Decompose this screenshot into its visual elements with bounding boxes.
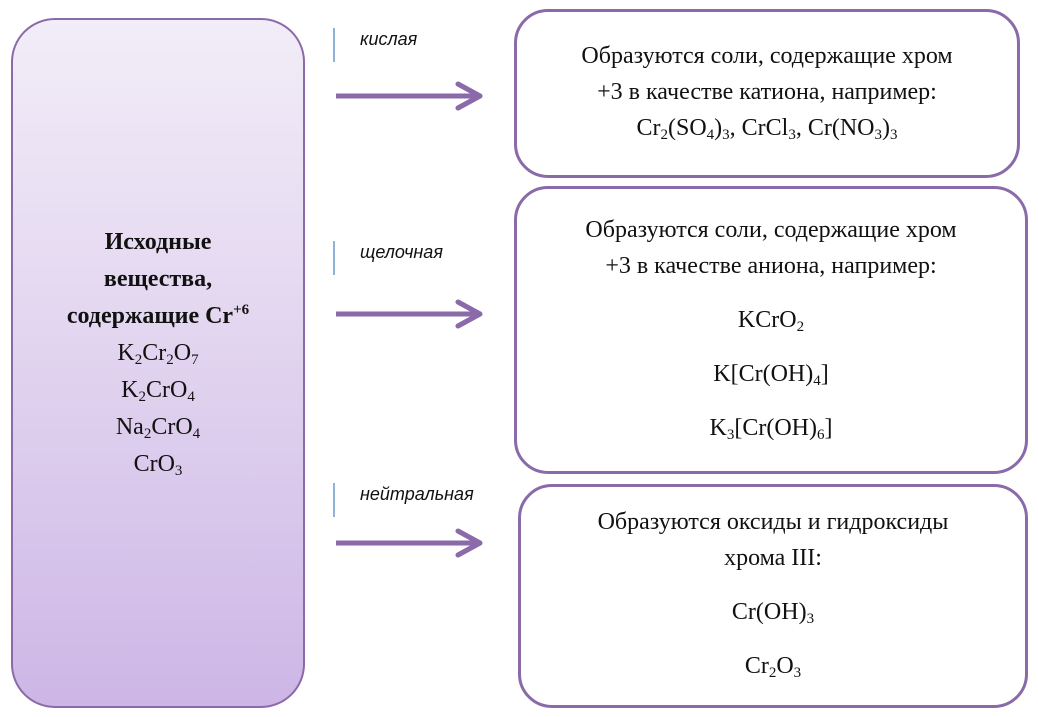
result-box-alkaline: Образуются соли, содержащие хром +3 в ка… [514, 186, 1028, 474]
arrow-alkaline [336, 299, 483, 329]
formula-cr-oh-3: Cr(OH)3 [731, 599, 815, 627]
result-box-neutral: Образуются оксиды и гидроксиды хрома III… [518, 484, 1028, 708]
source-title-line-2: вещества, [103, 265, 213, 292]
condition-label-alkaline: щелочная [333, 241, 443, 275]
formula-k-cr-oh-4: K[Cr(OH)4] [713, 361, 829, 389]
result-alkaline-line-2: +3 в качестве аниона, например: [605, 253, 937, 279]
result-alkaline-line-1: Образуются соли, содержащие хром [585, 217, 957, 243]
result-neutral-line-1: Образуются оксиды и гидроксиды [597, 509, 949, 535]
arrow-neutral [336, 528, 483, 558]
result-acid-line-2: +3 в качестве катиона, например: [597, 79, 937, 105]
source-title-line-3: содержащие Cr+6 [67, 298, 249, 335]
source-substances-box: Исходные вещества, содержащие Cr+6 K2Cr2… [11, 18, 305, 708]
compound-k2cr2o7: K2Cr2O7 [117, 339, 199, 368]
condition-label-acid: кислая [333, 28, 417, 62]
result-acid-line-1: Образуются соли, содержащие хром [581, 43, 953, 69]
source-title-text: содержащие Cr [66, 302, 234, 329]
source-title-line-1: Исходные [104, 228, 212, 255]
formula-kcro2: KCrO2 [737, 307, 805, 335]
oxidation-state: +6 [233, 301, 250, 318]
arrow-acid [336, 81, 483, 111]
formula-cr2o3: Cr2O3 [744, 653, 802, 681]
formula-k3-cr-oh-6: K3[Cr(OH)6] [709, 415, 833, 443]
condition-label-neutral: нейтральная [333, 483, 474, 517]
compound-cro3: CrO3 [133, 450, 183, 479]
result-acid-formulas: Cr2(SO4)3, CrCl3, Cr(NO3)3 [636, 115, 898, 143]
compound-na2cro4: Na2CrO4 [115, 413, 201, 442]
result-neutral-line-2: хрома III: [724, 545, 822, 571]
compound-k2cro4: K2CrO4 [121, 376, 195, 405]
result-box-acid: Образуются соли, содержащие хром +3 в ка… [514, 9, 1020, 178]
